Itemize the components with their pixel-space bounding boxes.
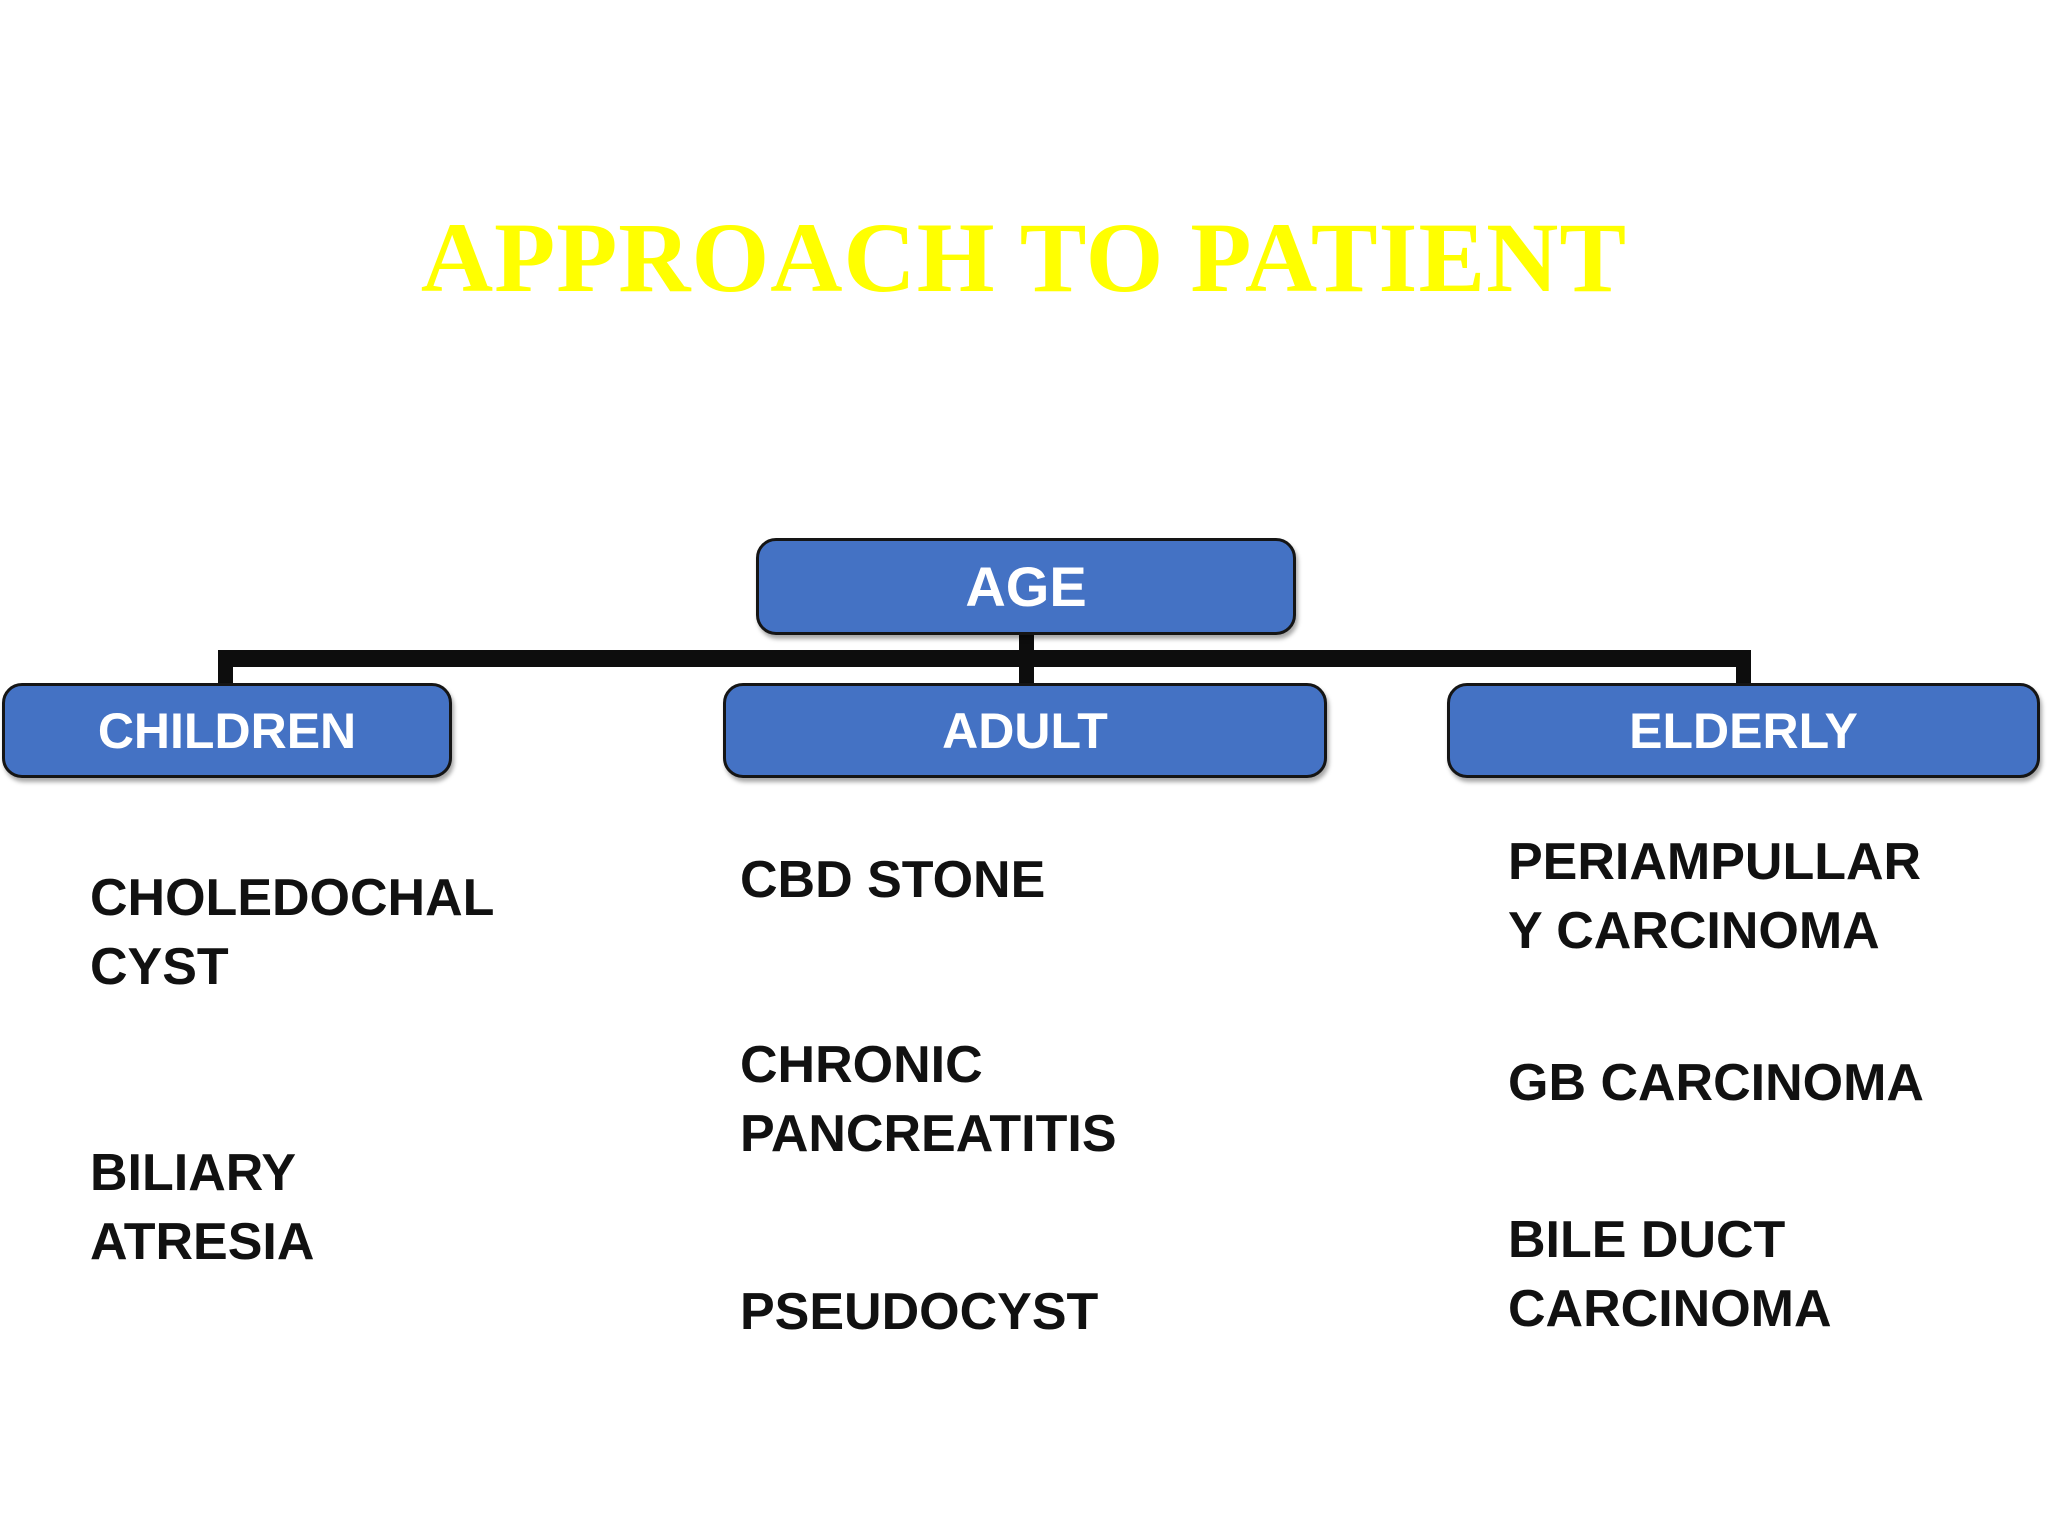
node-children: CHILDREN xyxy=(2,683,452,778)
list-item-periampullary-carcinoma: PERIAMPULLAR Y CARCINOMA xyxy=(1508,828,1921,966)
list-item-bile-duct-carcinoma: BILE DUCT CARCINOMA xyxy=(1508,1206,1832,1344)
item-line: ATRESIA xyxy=(90,1213,315,1271)
item-line: CBD STONE xyxy=(740,851,1046,909)
item-line: GB CARCINOMA xyxy=(1508,1054,1924,1112)
connector-horizontal xyxy=(218,650,1751,667)
item-line: CARCINOMA xyxy=(1508,1280,1832,1338)
item-line: BILIARY xyxy=(90,1144,297,1202)
node-elderly: ELDERLY xyxy=(1447,683,2040,778)
connector-vertical-adult xyxy=(1019,635,1034,684)
node-adult: ADULT xyxy=(723,683,1327,778)
item-line: PERIAMPULLAR xyxy=(1508,833,1922,891)
list-item-gb-carcinoma: GB CARCINOMA xyxy=(1508,1049,1924,1118)
item-line: CHOLEDOCHAL xyxy=(90,869,495,927)
node-children-label: CHILDREN xyxy=(97,702,357,759)
list-item-cbd-stone: CBD STONE xyxy=(740,846,1045,915)
node-age: AGE xyxy=(756,538,1296,635)
connector-vertical-elderly xyxy=(1736,650,1751,684)
connector-vertical-children xyxy=(218,650,233,684)
list-item-pseudocyst: PSEUDOCYST xyxy=(740,1278,1098,1347)
item-line: CYST xyxy=(90,938,229,996)
list-item-choledochal-cyst: CHOLEDOCHAL CYST xyxy=(90,864,494,1002)
node-age-label: AGE xyxy=(965,555,1087,618)
item-line: CHRONIC xyxy=(740,1036,983,1094)
item-line: PANCREATITIS xyxy=(740,1105,1117,1163)
item-line: Y CARCINOMA xyxy=(1508,902,1880,960)
item-line: BILE DUCT xyxy=(1508,1211,1786,1269)
list-item-biliary-atresia: BILIARY ATRESIA xyxy=(90,1139,314,1277)
list-item-chronic-pancreatitis: CHRONIC PANCREATITIS xyxy=(740,1031,1117,1169)
node-adult-label: ADULT xyxy=(942,702,1108,759)
slide-title: APPROACH TO PATIENT xyxy=(420,202,1628,313)
node-elderly-label: ELDERLY xyxy=(1629,702,1858,759)
item-line: PSEUDOCYST xyxy=(740,1283,1099,1341)
